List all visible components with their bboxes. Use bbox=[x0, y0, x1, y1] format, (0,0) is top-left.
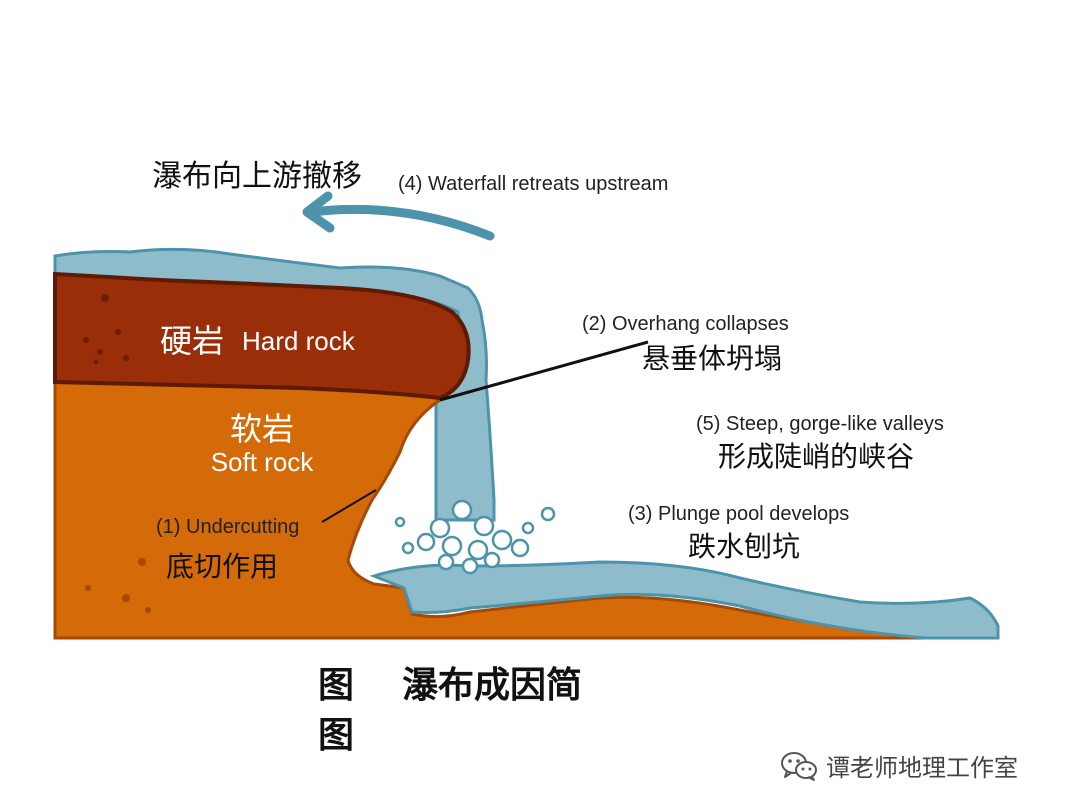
overhang-label-en: (2) Overhang collapses bbox=[582, 313, 789, 335]
retreat-label-en: (4) Waterfall retreats upstream bbox=[398, 173, 668, 195]
soft-rock-speckles bbox=[85, 558, 151, 613]
plunge-pool-water bbox=[369, 560, 1000, 640]
wechat-icon bbox=[781, 751, 817, 781]
soft-rock-label-en: Soft rock bbox=[211, 447, 315, 477]
retreat-label-cn: 瀑布向上游撤移 bbox=[152, 159, 362, 194]
undercut-label-en: (1) Undercutting bbox=[156, 516, 299, 538]
watermark: 谭老师地理工作室 bbox=[780, 748, 1018, 783]
rock-speckles bbox=[83, 294, 129, 365]
hard-rock-layer bbox=[53, 271, 471, 401]
hard-rock-label-en: Hard rock bbox=[242, 326, 356, 356]
plunge-bubbles bbox=[394, 499, 556, 575]
watermark-text: 谭老师地理工作室 bbox=[826, 754, 1018, 782]
soft-rock-label-cn: 软岩 bbox=[230, 410, 294, 448]
overhang-label-cn: 悬垂体坍塌 bbox=[642, 342, 782, 375]
plunge-label-en: (3) Plunge pool develops bbox=[628, 503, 849, 525]
plunge-label-cn: 跌水刨坑 bbox=[688, 530, 800, 563]
caption-suffix: 图 bbox=[318, 715, 355, 756]
caption-title: 瀑布成因简 bbox=[402, 665, 583, 706]
gorge-label-cn: 形成陡峭的峡谷 bbox=[718, 440, 914, 473]
gorge-label-en: (5) Steep, gorge-like valleys bbox=[696, 413, 944, 435]
undercut-label-cn: 底切作用 bbox=[166, 550, 278, 583]
retreat-arrow bbox=[302, 191, 495, 241]
overhang-leader-line bbox=[439, 340, 649, 402]
undercut-leader-line bbox=[321, 489, 377, 523]
caption-prefix: 图 bbox=[318, 665, 355, 706]
hard-rock-label-cn: 硬岩 bbox=[160, 322, 224, 360]
